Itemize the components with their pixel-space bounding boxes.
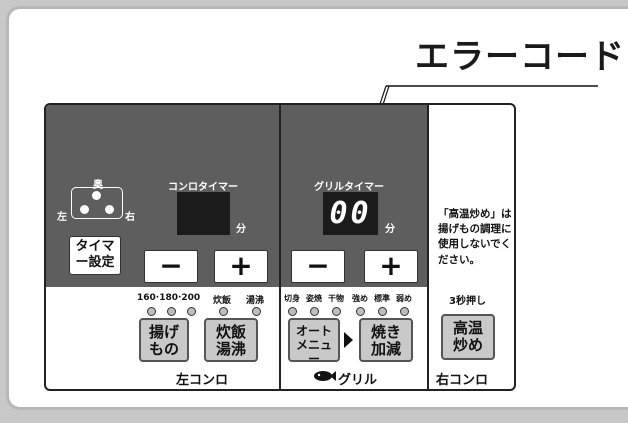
high-temp-stir-fry-button[interactable]: 高温炒め: [441, 314, 495, 360]
grill-strength-label: 強め: [352, 294, 368, 303]
grill-strength-label: 弱め: [396, 294, 412, 303]
indicator-led: [310, 307, 319, 316]
temp-indicator-label: 160·180·200: [137, 293, 201, 303]
indicator-led: [378, 307, 387, 316]
grill-timer-minus-button[interactable]: −: [291, 250, 345, 283]
rice-indicator-label: 炊飯: [213, 296, 232, 306]
control-panel: 奥 左 右 コンロタイマー 分 タイマー設定 − + 160·180·200 炊…: [44, 103, 516, 391]
indicator-led: [252, 307, 261, 316]
grill-timer-display: 00: [323, 192, 378, 235]
grill-mode-label: 切身: [284, 294, 300, 303]
grill-mode-label: 干物: [328, 294, 344, 303]
left-timer-unit: 分: [236, 224, 246, 235]
grill-label: グリル: [338, 373, 378, 388]
auto-menu-button[interactable]: オートメニュー: [288, 318, 340, 365]
burner-dot-right: [105, 205, 114, 214]
right-burner-label: 右コンロ: [436, 373, 489, 388]
grill-timer-unit: 分: [385, 224, 395, 235]
boil-indicator-label: 湯沸: [246, 296, 265, 306]
burner-right-label: 右: [125, 212, 135, 223]
indicator-led: [288, 307, 297, 316]
press-3s-label: 3秒押し: [449, 296, 486, 307]
grill-mode-label: 姿焼: [306, 294, 322, 303]
left-burner-label: 左コンロ: [176, 373, 229, 388]
indicator-led: [147, 307, 156, 316]
burner-position-diagram: [71, 187, 123, 219]
fry-button[interactable]: 揚げもの: [139, 318, 189, 362]
left-timer-plus-button[interactable]: +: [214, 250, 268, 283]
fish-icon: [314, 371, 336, 381]
indicator-led: [187, 307, 196, 316]
left-timer-display: [177, 192, 230, 235]
left-timer-minus-button[interactable]: −: [144, 250, 198, 283]
grill-strength-label: 標準: [374, 294, 390, 303]
left-timer-title: コンロタイマー: [168, 182, 238, 193]
indicator-led: [219, 307, 228, 316]
rice-boil-button[interactable]: 炊飯湯沸: [204, 318, 258, 362]
divider: [427, 105, 429, 389]
grill-timer-plus-button[interactable]: +: [364, 250, 418, 283]
burner-left-label: 左: [57, 212, 67, 223]
high-temp-warning-note: 「高温炒め」は揚げもの調理に使用しないでください。: [438, 208, 512, 266]
indicator-led: [167, 307, 176, 316]
indicator-led: [400, 307, 409, 316]
burner-back-label: 奥: [93, 180, 103, 191]
divider: [279, 105, 281, 389]
timer-set-button[interactable]: タイマー設定: [69, 236, 121, 275]
grill-timer-title: グリルタイマー: [314, 182, 384, 193]
indicator-led: [356, 307, 365, 316]
error-code-callout: エラーコード: [415, 37, 625, 77]
arrow-right-icon: [344, 332, 353, 348]
burner-dot-back: [92, 191, 101, 200]
burner-dot-left: [80, 205, 89, 214]
indicator-led: [332, 307, 341, 316]
bake-level-button[interactable]: 焼き加減: [359, 318, 413, 362]
